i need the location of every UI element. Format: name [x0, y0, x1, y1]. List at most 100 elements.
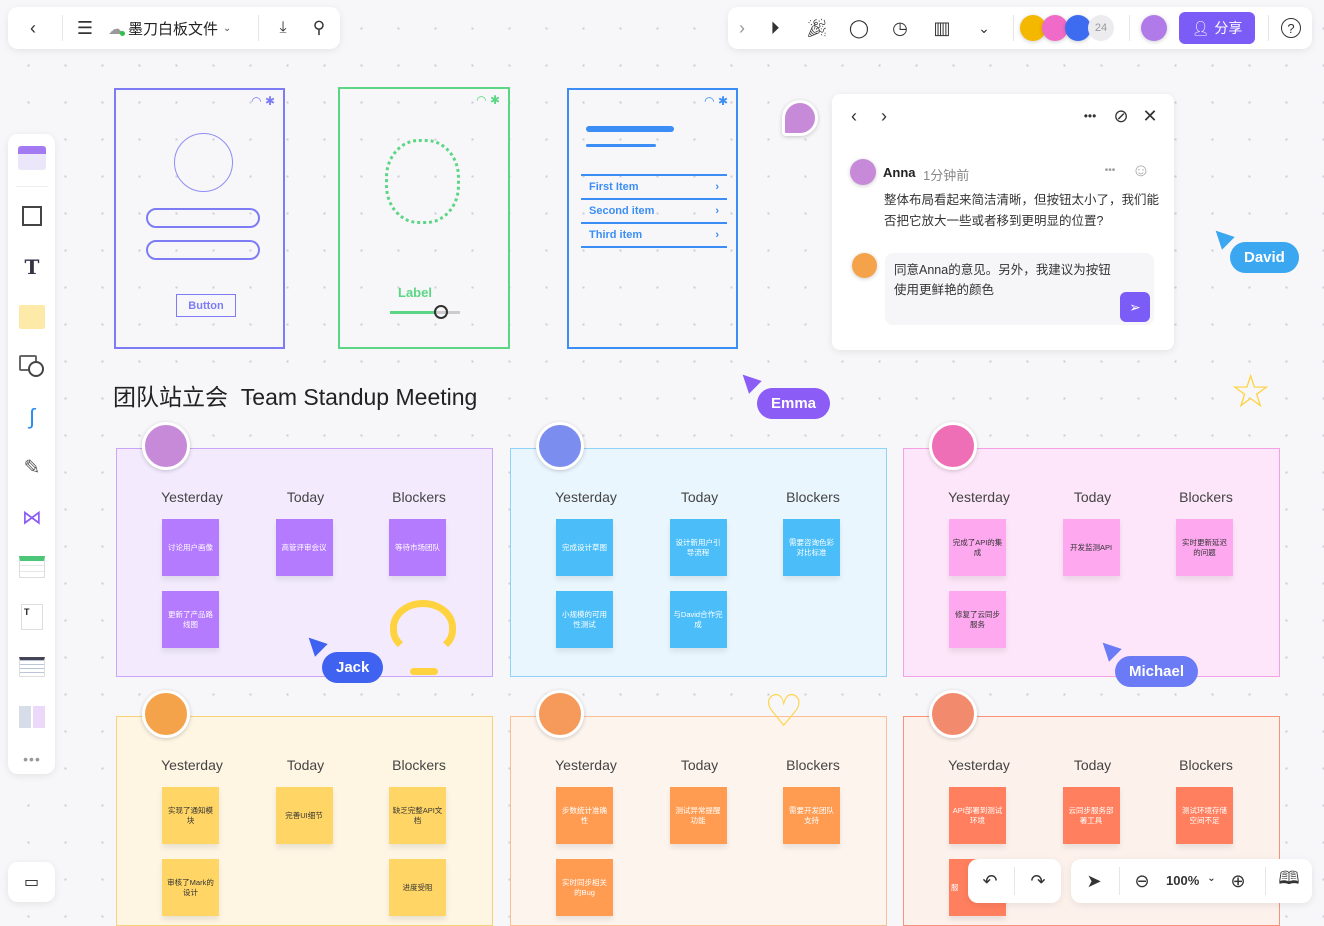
search-icon[interactable]: ⚲	[312, 18, 326, 37]
present-icon[interactable]: ⏵	[770, 17, 780, 38]
member-avatar[interactable]	[142, 690, 190, 738]
sticky-note[interactable]: 完成了API的集成	[949, 519, 1006, 576]
sticky-note[interactable]: 实时更新延迟的问题	[1176, 519, 1233, 576]
text-icon[interactable]: T	[24, 255, 40, 279]
minimap-toggle[interactable]: ▭	[8, 862, 55, 902]
next-comment-icon[interactable]: ›	[881, 105, 887, 126]
slider-sketch[interactable]	[390, 305, 460, 319]
resolve-icon[interactable]: ⊘	[1113, 105, 1129, 126]
zoom-in-icon[interactable]: ⊕	[1230, 870, 1246, 891]
menu-icon[interactable]: ☰	[76, 17, 94, 38]
column-header-today: Today	[680, 489, 719, 505]
sticky-note[interactable]: 讨论用户画像	[162, 519, 219, 576]
sticky-note[interactable]: 审核了Mark的设计	[162, 859, 219, 916]
member-avatar[interactable]	[929, 422, 977, 470]
emoji-reaction-icon[interactable]: ☺	[1131, 159, 1151, 180]
member-avatar[interactable]	[929, 690, 977, 738]
collaborator-count[interactable]: 24	[1088, 15, 1114, 41]
share-button[interactable]: 👤︎分享	[1179, 12, 1255, 44]
collaborator-avatar[interactable]	[1020, 15, 1046, 41]
send-button[interactable]: ➢	[1120, 292, 1150, 322]
close-icon[interactable]: ✕	[1142, 105, 1158, 126]
collaborator-avatar[interactable]	[1065, 15, 1091, 41]
avatar-sketch	[174, 133, 233, 192]
expand-icon[interactable]: ›	[739, 17, 745, 38]
sticky-note[interactable]: 进度受阻	[389, 859, 446, 916]
more-options-icon[interactable]: •••	[1083, 109, 1097, 123]
select-pointer-icon[interactable]: ➤	[1086, 870, 1102, 891]
sticky-note[interactable]: 开发监测API	[1062, 519, 1120, 576]
vote-icon[interactable]: ▥	[933, 17, 951, 38]
zoom-level-dropdown[interactable]: 100%⌄	[1166, 873, 1216, 888]
member-avatar[interactable]	[536, 690, 584, 738]
wireframe-login[interactable]: ◠ ✱ Button	[114, 88, 285, 349]
sticky-note[interactable]: 更新了产品路线图	[162, 591, 219, 648]
sticky-note[interactable]: 缺乏完整API文档	[389, 787, 446, 844]
comment-icon[interactable]: ◯	[848, 17, 870, 38]
comment-author: Anna	[883, 165, 916, 180]
sticky-note[interactable]: 测试异常提醒功能	[669, 787, 727, 844]
file-name-dropdown[interactable]: ☁ 墨刀白板文件 ⌄	[108, 18, 231, 39]
left-toolbar: T ∫ ✎ ⋈ T •••	[8, 134, 55, 774]
celebrate-icon[interactable]: 🎉︎	[805, 17, 829, 38]
redo-icon[interactable]: ↷	[1030, 870, 1046, 891]
help-icon[interactable]: ?	[1276, 13, 1306, 43]
table-icon[interactable]	[14, 549, 50, 585]
column-header-blockers: Blockers	[1179, 757, 1233, 773]
timer-icon[interactable]: ◷	[892, 17, 908, 38]
column-header-yesterday: Yesterday	[948, 489, 1010, 505]
zoom-out-icon[interactable]: ⊖	[1134, 870, 1150, 891]
member-avatar[interactable]	[536, 422, 584, 470]
current-user-avatar[interactable]	[1141, 15, 1167, 41]
sticky-note[interactable]: 实现了通知模块	[162, 787, 219, 844]
anna-avatar	[850, 159, 876, 185]
back-icon[interactable]: ‹	[30, 17, 36, 38]
sticky-note[interactable]: 高管评审会议	[275, 519, 333, 576]
layout-icon[interactable]	[14, 699, 50, 735]
sticky-note[interactable]: 测试环境存储空间不足	[1176, 787, 1233, 844]
pen-icon[interactable]: ✎	[23, 456, 41, 479]
sticky-note-icon[interactable]	[14, 299, 50, 335]
connector-icon[interactable]: ∫	[28, 404, 36, 429]
comment-pin-avatar[interactable]	[782, 100, 818, 136]
sticky-note[interactable]: API部署到测试环境	[949, 787, 1006, 844]
reply-user-avatar	[852, 253, 877, 278]
templates-icon[interactable]	[14, 140, 50, 176]
previous-comment-icon[interactable]: ‹	[851, 105, 857, 126]
sticky-note[interactable]: 与David合作完成	[669, 591, 727, 648]
download-icon[interactable]: ⤓	[279, 19, 287, 36]
wifi-bluetooth-icon: ◠ ✱	[704, 94, 728, 108]
reply-input[interactable]: 同意Anna的意见。另外，我建议为按钮使用更鲜艳的颜色 ➢	[885, 253, 1154, 325]
sticky-note[interactable]: 完成设计草图	[556, 519, 613, 576]
column-header-blockers: Blockers	[392, 489, 446, 505]
undo-icon[interactable]: ↶	[982, 870, 998, 891]
sticky-note[interactable]: 完善UI细节	[275, 787, 333, 844]
more-icon[interactable]: •••	[1104, 164, 1116, 176]
document-icon[interactable]: T	[14, 599, 50, 635]
list-icon[interactable]	[14, 649, 50, 685]
sticky-note[interactable]: 需要开发团队支持	[783, 787, 840, 844]
wireframe-list[interactable]: ◠ ✱ First Item›Second item›Third item›	[567, 88, 738, 349]
sticky-note[interactable]: 小规模的可用性测试	[556, 591, 613, 648]
shape-icon[interactable]	[14, 349, 50, 385]
sticky-note[interactable]: 设计新用户引导流程	[669, 519, 727, 576]
sticky-note[interactable]: 修复了云同步服务	[949, 591, 1006, 648]
wireframe-profile[interactable]: ◠ ✱ Label	[338, 87, 510, 349]
sticky-note[interactable]: 步数统计准确性	[556, 787, 613, 844]
minimap-icon[interactable]: 🕮︎	[1278, 868, 1300, 888]
more-icon[interactable]: •••	[23, 751, 41, 767]
sticky-note[interactable]: 实时同步相关的Bug	[556, 859, 613, 916]
more-tools-icon[interactable]: ⌄	[978, 19, 990, 36]
member-avatar[interactable]	[142, 422, 190, 470]
sticky-note[interactable]: 等待市场团队	[389, 519, 446, 576]
frame-icon[interactable]	[14, 198, 50, 234]
sticky-note[interactable]: 云同步服务部署工具	[1062, 787, 1120, 844]
cursor-arrow-icon	[1209, 224, 1235, 250]
collaborator-avatar[interactable]	[1042, 15, 1068, 41]
sticky-note[interactable]: 需要咨询色彩对比标准	[783, 519, 840, 576]
mindmap-icon[interactable]: ⋈	[22, 506, 42, 529]
